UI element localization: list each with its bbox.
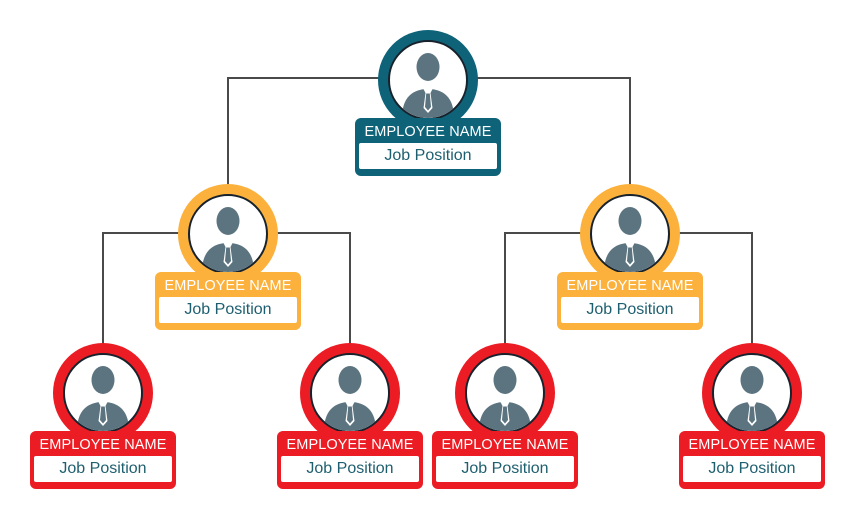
org-node-right-manager: EMPLOYEE NAME Job Position [557, 184, 703, 334]
job-position: Job Position [561, 297, 699, 323]
job-position: Job Position [436, 456, 574, 482]
person-silhouette-icon [726, 366, 778, 431]
employee-card: EMPLOYEE NAME Job Position [679, 431, 825, 489]
person-silhouette-icon [77, 366, 129, 431]
avatar-frame [388, 40, 468, 120]
avatar-frame [188, 194, 268, 274]
employee-card: EMPLOYEE NAME Job Position [30, 431, 176, 489]
employee-card: EMPLOYEE NAME Job Position [155, 272, 301, 330]
avatar-frame [465, 353, 545, 433]
avatar-frame [63, 353, 143, 433]
employee-card: EMPLOYEE NAME Job Position [557, 272, 703, 330]
avatar [178, 184, 278, 284]
employee-card: EMPLOYEE NAME Job Position [432, 431, 578, 489]
connector-root-to-right-manager [428, 77, 631, 234]
job-position: Job Position [34, 456, 172, 482]
avatar [580, 184, 680, 284]
avatar-frame [310, 353, 390, 433]
avatar [702, 343, 802, 443]
person-silhouette-icon [479, 366, 531, 431]
employee-name: EMPLOYEE NAME [441, 437, 569, 453]
person-silhouette-icon [202, 207, 254, 272]
employee-card: EMPLOYEE NAME Job Position [277, 431, 423, 489]
job-position: Job Position [359, 143, 497, 169]
avatar-frame [590, 194, 670, 274]
employee-name: EMPLOYEE NAME [286, 437, 414, 453]
employee-name: EMPLOYEE NAME [688, 437, 816, 453]
org-node-right-staff-1: EMPLOYEE NAME Job Position [432, 343, 578, 493]
avatar [53, 343, 153, 443]
employee-name: EMPLOYEE NAME [39, 437, 167, 453]
person-silhouette-icon [604, 207, 656, 272]
employee-name: EMPLOYEE NAME [164, 278, 292, 294]
employee-name: EMPLOYEE NAME [566, 278, 694, 294]
avatar [455, 343, 555, 443]
person-silhouette-icon [402, 53, 454, 118]
job-position: Job Position [281, 456, 419, 482]
job-position: Job Position [683, 456, 821, 482]
avatar-frame [712, 353, 792, 433]
org-node-root: EMPLOYEE NAME Job Position [355, 30, 501, 180]
employee-card: EMPLOYEE NAME Job Position [355, 118, 501, 176]
org-node-right-staff-2: EMPLOYEE NAME Job Position [679, 343, 825, 493]
job-position: Job Position [159, 297, 297, 323]
connector-root-to-left-manager [227, 77, 428, 234]
org-node-left-manager: EMPLOYEE NAME Job Position [155, 184, 301, 334]
avatar [378, 30, 478, 130]
org-node-left-staff-1: EMPLOYEE NAME Job Position [30, 343, 176, 493]
avatar [300, 343, 400, 443]
org-node-left-staff-2: EMPLOYEE NAME Job Position [277, 343, 423, 493]
person-silhouette-icon [324, 366, 376, 431]
employee-name: EMPLOYEE NAME [364, 124, 492, 140]
